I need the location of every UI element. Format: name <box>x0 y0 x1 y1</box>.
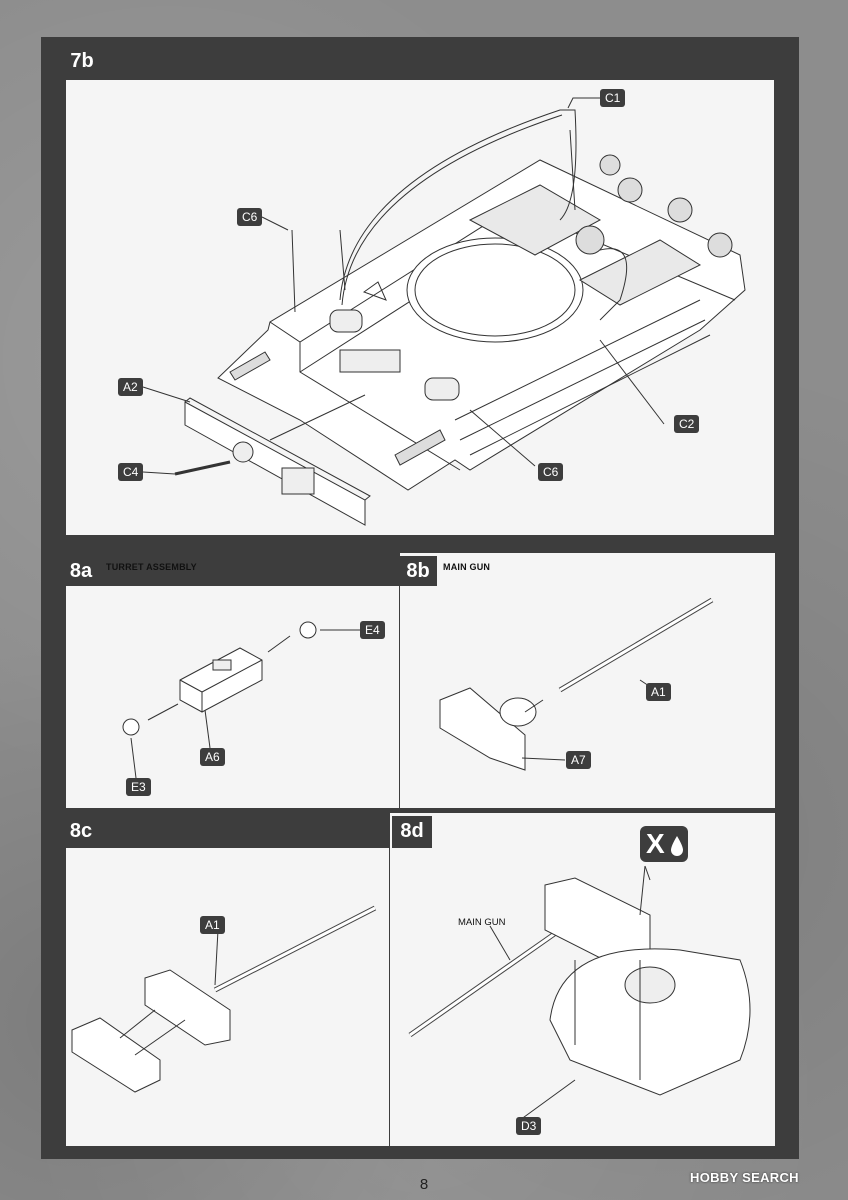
step-8d-number: 8d <box>392 816 432 848</box>
step-8b-title: MAIN GUN <box>443 562 491 572</box>
hull-drawing <box>217 109 746 491</box>
part-tag-c4: C4 <box>118 463 144 481</box>
step-8a-title: TURRET ASSEMBLY <box>106 562 197 572</box>
part-tag-e3: E3 <box>126 778 151 796</box>
step-8a-number: 8a <box>62 556 100 586</box>
part-tag-a1-8c: A1 <box>200 916 225 934</box>
part-tag-c6-bottom: C6 <box>538 463 564 481</box>
watermark-text: HOBBY SEARCH <box>690 1170 799 1185</box>
step-8a-panel <box>66 586 399 808</box>
part-tag-a1-8b: A1 <box>646 683 671 701</box>
step-7b-number: 7b <box>62 46 102 78</box>
step-8c-panel <box>66 848 389 1146</box>
part-tag-a7: A7 <box>566 751 591 769</box>
turret-8d <box>408 865 751 1121</box>
part-tag-e4: E4 <box>360 621 385 639</box>
step-8c-number: 8c <box>62 816 100 848</box>
part-tag-a2: A2 <box>118 378 143 396</box>
part-tag-a6: A6 <box>200 748 225 766</box>
main-gun-8c <box>71 905 377 1093</box>
part-tag-c6-top: C6 <box>237 208 263 226</box>
no-glue-x-symbol: X <box>646 828 665 859</box>
part-tag-c1: C1 <box>600 89 626 107</box>
main-gun-8b <box>439 597 714 771</box>
a6-drawing <box>122 621 317 736</box>
main-gun-label: MAIN GUN <box>458 917 506 928</box>
no-glue-icon: X <box>640 826 688 862</box>
glue-drop-icon <box>671 836 683 856</box>
a2-plate <box>174 397 371 526</box>
step-8b-number: 8b <box>399 556 437 586</box>
part-tag-d3: D3 <box>516 1117 542 1135</box>
part-tag-c2: C2 <box>674 415 700 433</box>
page-number: 8 <box>419 1176 429 1193</box>
